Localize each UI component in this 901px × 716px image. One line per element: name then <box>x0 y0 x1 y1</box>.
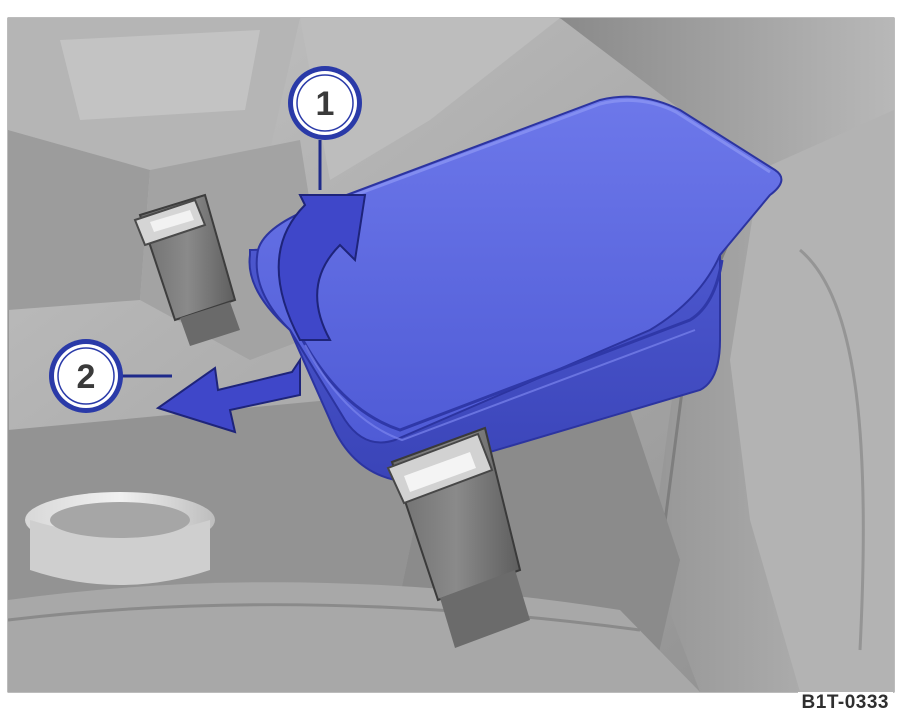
vent-surface <box>60 30 260 120</box>
figure-code: B1T-0333 <box>798 692 893 714</box>
callout-2: 2 <box>49 339 123 413</box>
cup-holder-opening <box>50 502 190 538</box>
callout-1: 1 <box>288 66 362 140</box>
callout-1-number: 1 <box>316 85 335 123</box>
callout-2-number: 2 <box>77 358 96 396</box>
